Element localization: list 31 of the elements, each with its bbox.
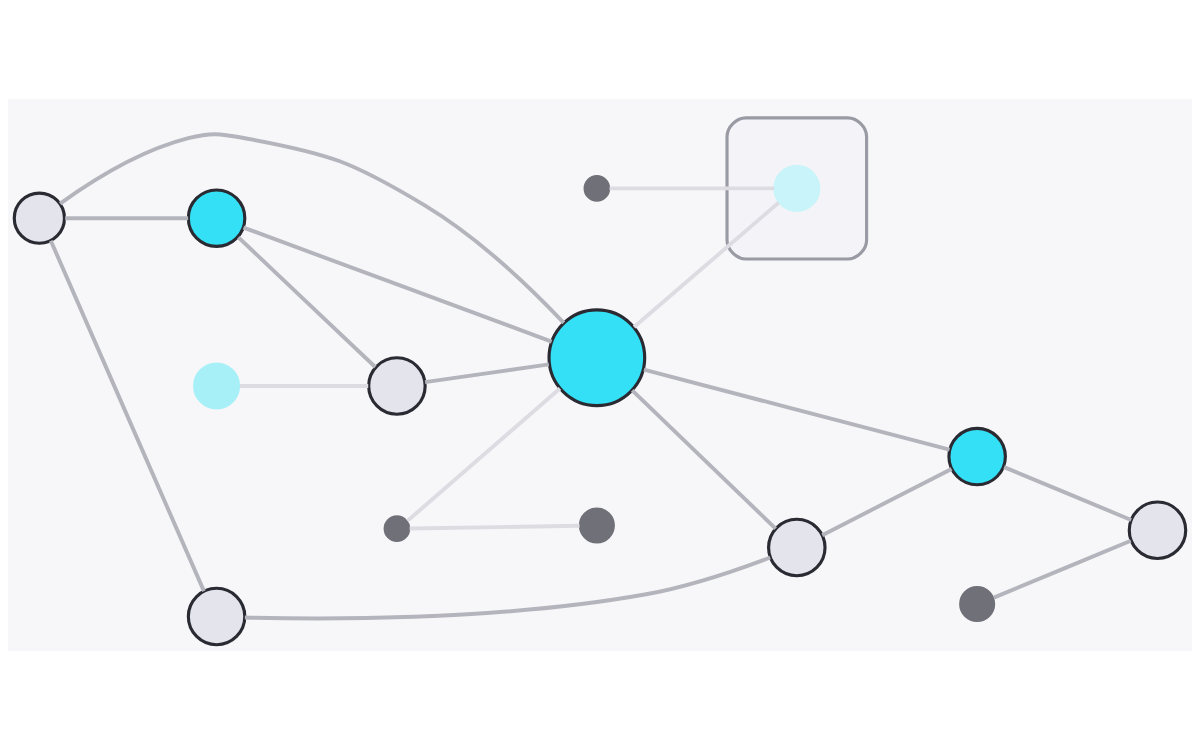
node-circle <box>383 515 411 542</box>
node-circle <box>1127 500 1188 561</box>
connector <box>1003 465 1132 522</box>
connector <box>609 186 775 191</box>
cluster <box>725 116 869 261</box>
connector <box>59 132 566 325</box>
node-circle <box>947 426 1007 487</box>
connector <box>409 523 580 531</box>
node-circle <box>767 517 827 578</box>
connector <box>643 367 950 452</box>
node-circle <box>193 362 241 410</box>
connector <box>244 555 771 621</box>
connector <box>630 388 777 530</box>
node-circle <box>959 585 996 622</box>
connector <box>65 216 189 221</box>
connector <box>237 236 377 369</box>
connector <box>49 239 206 592</box>
connector <box>993 538 1132 600</box>
node-circle <box>578 507 615 544</box>
connector <box>406 387 562 523</box>
node-circle <box>186 188 247 248</box>
connector <box>632 201 780 329</box>
connector <box>424 362 550 385</box>
node-circle <box>583 175 611 202</box>
node-circle <box>186 586 247 647</box>
node-circle <box>367 356 427 416</box>
connector <box>242 225 553 344</box>
connector <box>821 467 953 537</box>
node-circle <box>773 164 821 212</box>
node-circle <box>12 191 67 245</box>
node-circle <box>547 308 647 408</box>
